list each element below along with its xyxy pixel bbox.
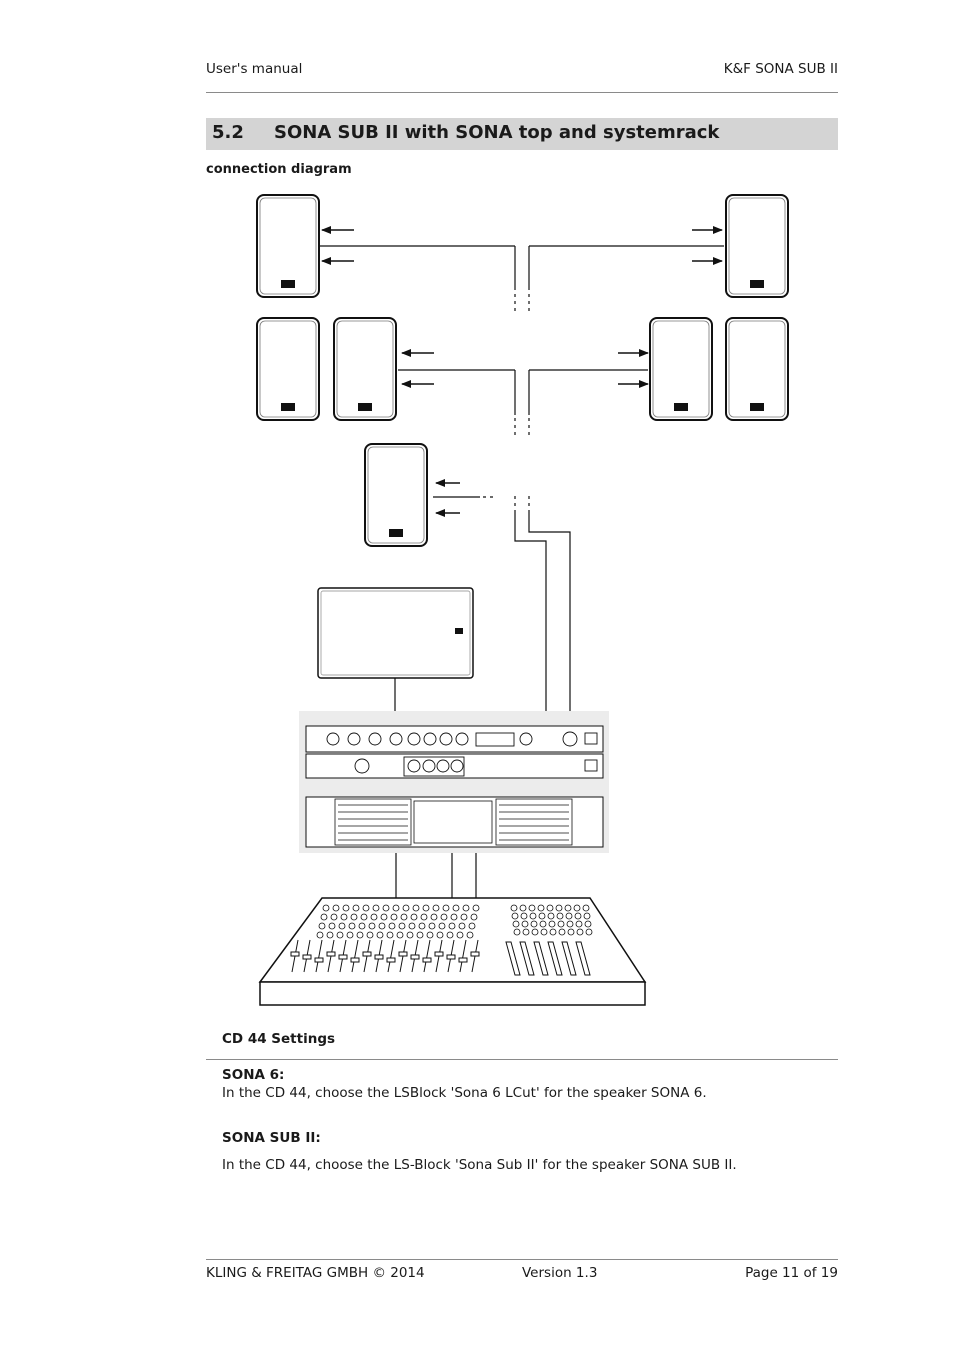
- section-heading: 5.2 SONA SUB II with SONA top and system…: [206, 118, 838, 150]
- footer-divider: [206, 1259, 838, 1260]
- speaker-mid-left-outer: [256, 317, 320, 421]
- diagram-label: connection diagram: [206, 162, 352, 177]
- header-right: K&F SONA SUB II: [723, 61, 838, 77]
- settings-divider: [206, 1059, 838, 1060]
- speaker-mid-right-inner: [649, 317, 713, 421]
- setting-text: In the CD 44, choose the LS-Block 'Sona …: [222, 1157, 737, 1173]
- speaker-top-right: [725, 194, 789, 298]
- footer-page: Page 11 of 19: [745, 1265, 838, 1281]
- footer-version: Version 1.3: [522, 1265, 598, 1281]
- setting-label: SONA 6:: [222, 1067, 285, 1083]
- setting-text: In the CD 44, choose the LSBlock 'Sona 6…: [222, 1085, 707, 1101]
- settings-heading: CD 44 Settings: [222, 1031, 336, 1047]
- system-rack: [299, 711, 609, 853]
- speaker-mid-right-outer: [725, 317, 789, 421]
- footer-company: KLING & FREITAG GMBH © 2014: [206, 1265, 425, 1281]
- header-divider: [206, 92, 838, 93]
- mixing-console: [258, 897, 647, 1006]
- setting-label: SONA SUB II:: [222, 1130, 321, 1146]
- speaker-mid-left-inner: [333, 317, 397, 421]
- subwoofer: [317, 587, 474, 679]
- section-number: 5.2: [212, 122, 244, 143]
- section-title: SONA SUB II with SONA top and systemrack: [274, 122, 720, 143]
- speaker-center: [364, 443, 428, 547]
- speaker-top-left: [256, 194, 320, 298]
- header-left: User's manual: [206, 61, 303, 77]
